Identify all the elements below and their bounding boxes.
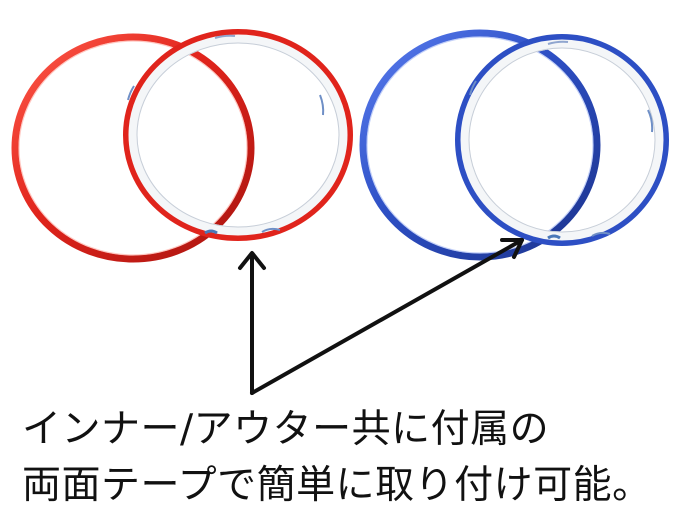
red-ring-pair <box>11 29 353 263</box>
blue-ring-pair <box>359 29 669 261</box>
red-inner-ring <box>123 29 353 241</box>
blue-outer-ring <box>359 29 601 261</box>
caption-line-2: 両面テープで簡単に取り付け可能。 <box>22 463 652 508</box>
arrow-icon <box>238 238 524 395</box>
red-outer-ring <box>11 33 255 263</box>
red-tape <box>128 34 348 236</box>
blue-inner-ring <box>455 34 669 246</box>
caption: インナー/アウター共に付属の 両面テープで簡単に取り付け可能。 <box>22 402 692 514</box>
blue-tape <box>460 39 664 241</box>
caption-line-1: インナー/アウター共に付属の <box>22 407 550 452</box>
product-photo <box>11 29 669 395</box>
